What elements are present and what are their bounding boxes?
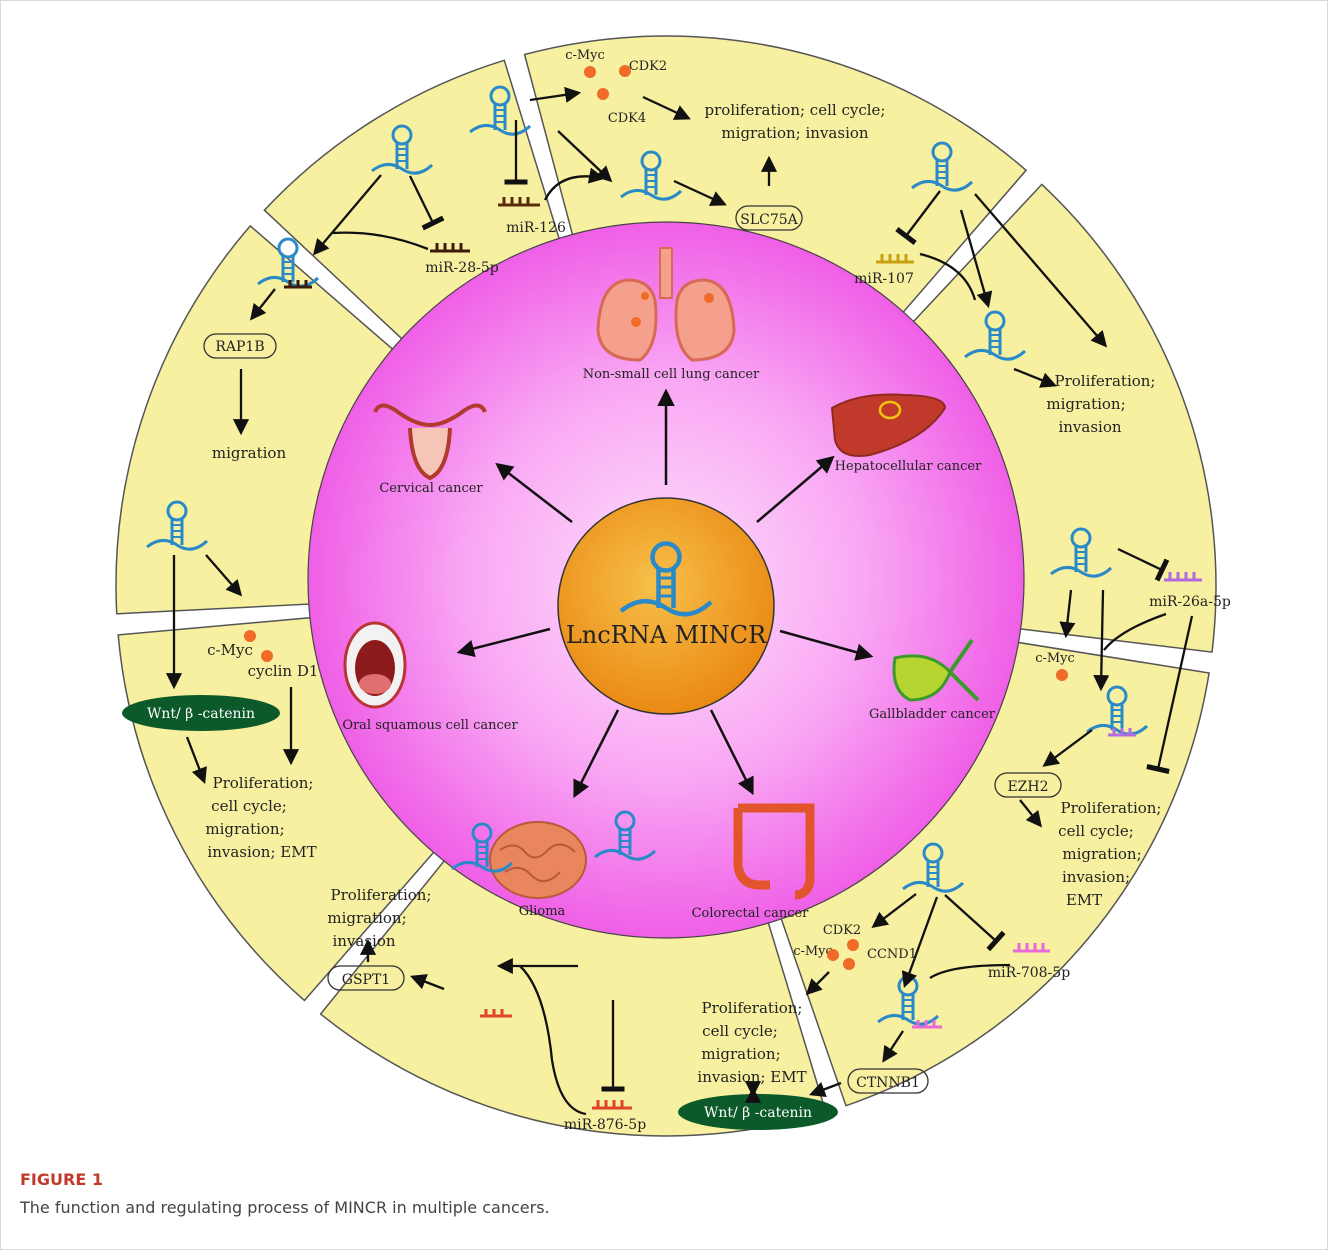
label-cmyc: c-Myc [207, 641, 253, 659]
protein-dot [843, 958, 855, 970]
label-cdk2: CDK2 [823, 923, 861, 938]
organ-label-oral: Oral squamous cell cancer [342, 718, 518, 733]
center-label: LncRNA MINCR [566, 621, 767, 649]
output-text: cell cycle; [702, 1022, 778, 1040]
oval-label: Wnt/ β -catenin [147, 706, 255, 722]
figure-title: FIGURE 1 [20, 1170, 103, 1189]
output-text: Proliferation; [701, 999, 802, 1017]
gene-label: SLC75A [740, 212, 798, 228]
center-node: LncRNA MINCR [558, 498, 774, 714]
output-text: EMT [1066, 891, 1102, 909]
organ-label-colorectal: Colorectal cancer [692, 906, 810, 921]
gene-label: RAP1B [215, 339, 264, 355]
output-text: invasion; EMT [207, 843, 316, 861]
gene-label: EZH2 [1007, 779, 1048, 795]
output-text: invasion [1058, 418, 1121, 436]
organ-label-gallbladder: Gallbladder cancer [869, 707, 996, 722]
organ-label-hepato: Hepatocellular cancer [835, 459, 982, 474]
gene-label: GSPT1 [342, 972, 390, 988]
label-cmyc: c-Myc [565, 48, 605, 63]
output-text: Proliferation; [1060, 799, 1161, 817]
organ-label-cervical: Cervical cancer [379, 481, 483, 496]
output-text: migration; [701, 1045, 780, 1063]
label-cmyc: c-Myc [793, 944, 833, 959]
protein-dot [597, 88, 609, 100]
mirna-label: miR-28-5p [425, 260, 498, 276]
output-text: cell cycle; [211, 797, 287, 815]
gene-label: CTNNB1 [856, 1075, 920, 1091]
protein-dot [827, 949, 839, 961]
output-text: cell cycle; [1058, 822, 1134, 840]
output-text: migration; [205, 820, 284, 838]
mirna-label: miR-26a-5p [1149, 594, 1231, 610]
mouth-organ [345, 623, 405, 707]
mirna-label: miR-708-5p [988, 965, 1070, 981]
protein-dot [1056, 669, 1068, 681]
output-text: Proliferation; [212, 774, 313, 792]
output-text: Proliferation; [330, 886, 431, 904]
output-text: migration; invasion [721, 124, 868, 142]
organ-label-glioma: Glioma [519, 904, 566, 919]
brain-organ [490, 822, 586, 898]
protein-dot [584, 66, 596, 78]
output-text: migration; [1062, 845, 1141, 863]
figure-caption: The function and regulating process of M… [20, 1198, 550, 1217]
protein-dot [261, 650, 273, 662]
protein-dot [847, 939, 859, 951]
mirna-label: miR-876-5p [564, 1117, 646, 1133]
label-cyclin: cyclin D1 [248, 662, 319, 680]
organ-label-nsclc: Non-small cell lung cancer [583, 367, 760, 382]
label-cdk2: CDK2 [629, 59, 667, 74]
output-text: invasion [332, 932, 395, 950]
label-cdk4: CDK4 [608, 111, 646, 126]
output-text: migration [212, 444, 287, 462]
oval-label: Wnt/ β -catenin [704, 1105, 812, 1121]
label-cmyc: c-Myc [1035, 651, 1075, 666]
output-text: proliferation; cell cycle; [705, 101, 886, 119]
output-text: migration; [1046, 395, 1125, 413]
output-text: invasion; EMT [697, 1068, 806, 1086]
output-text: migration; [327, 909, 406, 927]
mirna-label: miR-126 [506, 220, 566, 236]
label-ccnd1: CCND1 [867, 947, 917, 962]
output-text: invasion; [1062, 868, 1130, 886]
mincr-diagram: LncRNA MINCR Non-small cell lung cancer … [0, 0, 1328, 1160]
output-text: Proliferation; [1054, 372, 1155, 390]
mirna-label: miR-107 [854, 271, 914, 287]
